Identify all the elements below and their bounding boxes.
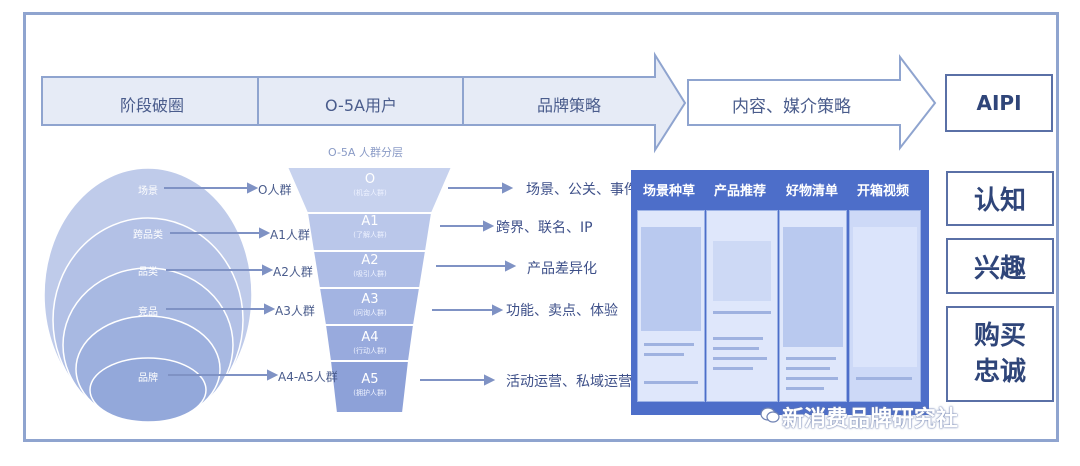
card-image (853, 227, 917, 367)
funnel-tier-name: O (364, 172, 376, 187)
aipi-stage-box: 兴趣 (946, 238, 1054, 294)
funnel-tier-sub: (了解人群) (353, 231, 387, 239)
watermark-text: 新消费品牌研究社 (782, 407, 959, 432)
circle-label: 品类 (138, 267, 158, 278)
stage-label: O-5A用户 (325, 96, 397, 115)
strategy-label: 活动运营、私域运营 (506, 374, 632, 390)
circle-label: 品牌 (138, 373, 158, 384)
stage-label: 阶段破圈 (120, 96, 185, 115)
diagram-frame (23, 12, 1059, 442)
funnel-tier-sub: (机会人群) (353, 189, 387, 197)
card-image (713, 241, 771, 301)
content-card (637, 210, 705, 402)
circle-label: 竞品 (138, 307, 158, 318)
content-tab-title: 场景种草 (643, 184, 696, 199)
crowd-label: A2人群 (273, 265, 313, 279)
aipi-title-box: AIPI (945, 74, 1053, 132)
funnel-tier-sub: (拥护人群) (353, 389, 387, 397)
crowd-label: A3人群 (275, 304, 315, 318)
circle-label: 场景 (138, 186, 158, 197)
card-image (641, 227, 701, 331)
circle-layers (43, 167, 253, 423)
strategy-label: 场景、公关、事件 (526, 182, 638, 198)
funnel-tier-sub: (吸引人群) (353, 270, 387, 278)
strategy-arrows (420, 182, 517, 386)
circle-label: 跨品类 (133, 230, 163, 241)
crowd-label: O人群 (258, 183, 292, 197)
content-card (849, 210, 921, 402)
funnel-tier-name: A5 (361, 372, 379, 387)
funnel-tier-name: A1 (361, 214, 379, 229)
content-card (779, 210, 847, 402)
content-arrow (687, 54, 937, 151)
funnel-tier-name: A3 (361, 292, 379, 307)
strategy-label: 产品差异化 (527, 261, 597, 277)
funnel-caption: O-5A 人群分层 (328, 146, 403, 159)
content-tab-title: 好物清单 (786, 184, 839, 199)
crowd-label: A1人群 (270, 228, 310, 242)
funnel-tier-name: A2 (361, 253, 379, 268)
stage-label: 品牌策略 (537, 96, 602, 115)
card-image (783, 227, 843, 347)
crowd-arrows (164, 182, 279, 381)
content-tab-title: 产品推荐 (714, 184, 767, 199)
wechat-icon (760, 407, 780, 423)
funnel-tier-sub: (问询人群) (353, 309, 387, 317)
funnel-tier-name: A4 (361, 330, 379, 345)
aipi-stage-box: 购买 忠诚 (946, 306, 1054, 402)
stage-label: 内容、媒介策略 (732, 97, 851, 117)
strategy-label: 功能、卖点、体验 (506, 303, 618, 319)
funnel (285, 166, 454, 414)
content-tab-title: 开箱视频 (857, 184, 910, 199)
content-card (706, 210, 778, 402)
aipi-stage-box: 认知 (946, 171, 1054, 226)
stage-arrow (41, 51, 687, 154)
funnel-tier-sub: (行动人群) (353, 347, 387, 355)
strategy-label: 跨界、联名、IP (496, 220, 593, 236)
crowd-label: A4-A5人群 (278, 370, 338, 384)
